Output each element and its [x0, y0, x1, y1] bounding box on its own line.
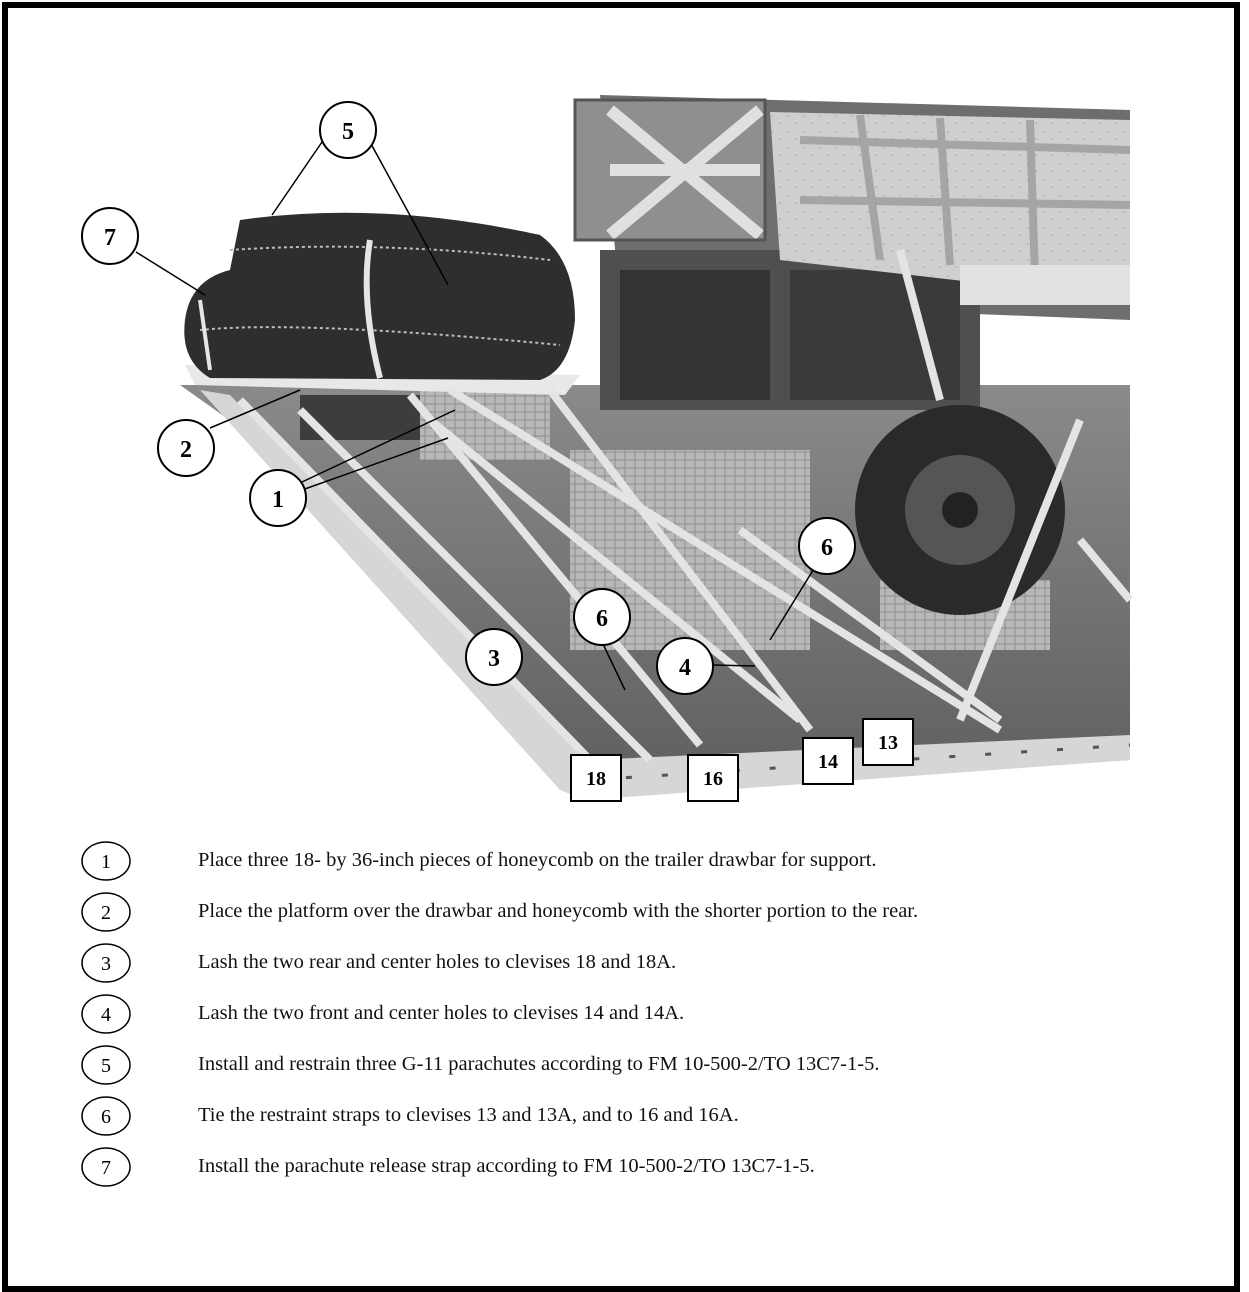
callout-5-label: 5	[342, 119, 354, 145]
step-number-circle: 1	[78, 840, 134, 881]
step-number: 6	[101, 1106, 111, 1128]
step-text: Install and restrain three G-11 parachut…	[198, 1053, 880, 1075]
clevis-box-14-label: 14	[818, 751, 838, 773]
platform-rail	[200, 390, 1130, 800]
step-text: Install the parachute release strap acco…	[198, 1155, 815, 1177]
step-item: 3 Lash the two rear and center holes to …	[70, 942, 1220, 986]
step-item: 6 Tie the restraint straps to clevises 1…	[70, 1095, 1220, 1139]
callout-2-label: 2	[180, 437, 192, 463]
callout-1: 1	[249, 469, 307, 527]
callout-1-label: 1	[272, 487, 284, 513]
clevis-box-18: 18	[570, 754, 622, 802]
clevis-box-14: 14	[802, 737, 854, 785]
callout-6-upper: 6	[798, 517, 856, 575]
callout-6-lower-label: 6	[596, 606, 608, 632]
callout-2: 2	[157, 419, 215, 477]
callout-5: 5	[319, 101, 377, 159]
callout-7-label: 7	[104, 225, 116, 251]
clevis-box-18-label: 18	[586, 768, 606, 790]
lashing-straps	[237, 248, 1134, 763]
step-number: 1	[101, 851, 111, 873]
step-text: Place the platform over the drawbar and …	[198, 900, 919, 922]
step-item: 2 Place the platform over the drawbar an…	[70, 891, 1220, 935]
step-number-circle: 6	[78, 1095, 134, 1136]
step-number: 4	[101, 1004, 111, 1026]
step-number-circle: 2	[78, 891, 134, 932]
callout-6-lower: 6	[573, 588, 631, 646]
step-number-circle: 3	[78, 942, 134, 983]
step-item: 7 Install the parachute release strap ac…	[70, 1146, 1220, 1190]
callout-4: 4	[656, 637, 714, 695]
clevis-box-13-label: 13	[878, 732, 898, 754]
step-number: 2	[101, 902, 111, 924]
parachute-packs	[184, 212, 575, 380]
callout-3: 3	[465, 628, 523, 686]
step-text: Tie the restraint straps to clevises 13 …	[198, 1104, 739, 1126]
clevis-box-13: 13	[862, 718, 914, 766]
step-number-circle: 7	[78, 1146, 134, 1187]
step-text: Place three 18- by 36-inch pieces of hon…	[198, 849, 877, 871]
step-item: 5 Install and restrain three G-11 parach…	[70, 1044, 1220, 1088]
step-number: 7	[101, 1157, 111, 1179]
clevis-box-16: 16	[687, 754, 739, 802]
step-number: 3	[101, 953, 111, 975]
rigging-photo: 5 7 2 1 6 6 3 4 18 16 14 13	[81, 95, 1134, 802]
step-number-circle: 4	[78, 993, 134, 1034]
clevis-box-16-label: 16	[703, 768, 723, 790]
callout-7: 7	[81, 207, 139, 265]
step-item: 1 Place three 18- by 36-inch pieces of h…	[70, 840, 1220, 884]
step-number: 5	[101, 1055, 111, 1077]
callout-6-upper-label: 6	[821, 535, 833, 561]
callout-4-label: 4	[679, 655, 691, 681]
callout-3-label: 3	[488, 646, 500, 672]
step-item: 4 Lash the two front and center holes to…	[70, 993, 1220, 1037]
step-text: Lash the two front and center holes to c…	[198, 1002, 685, 1024]
step-text: Lash the two rear and center holes to cl…	[198, 951, 677, 973]
step-number-circle: 5	[78, 1044, 134, 1085]
